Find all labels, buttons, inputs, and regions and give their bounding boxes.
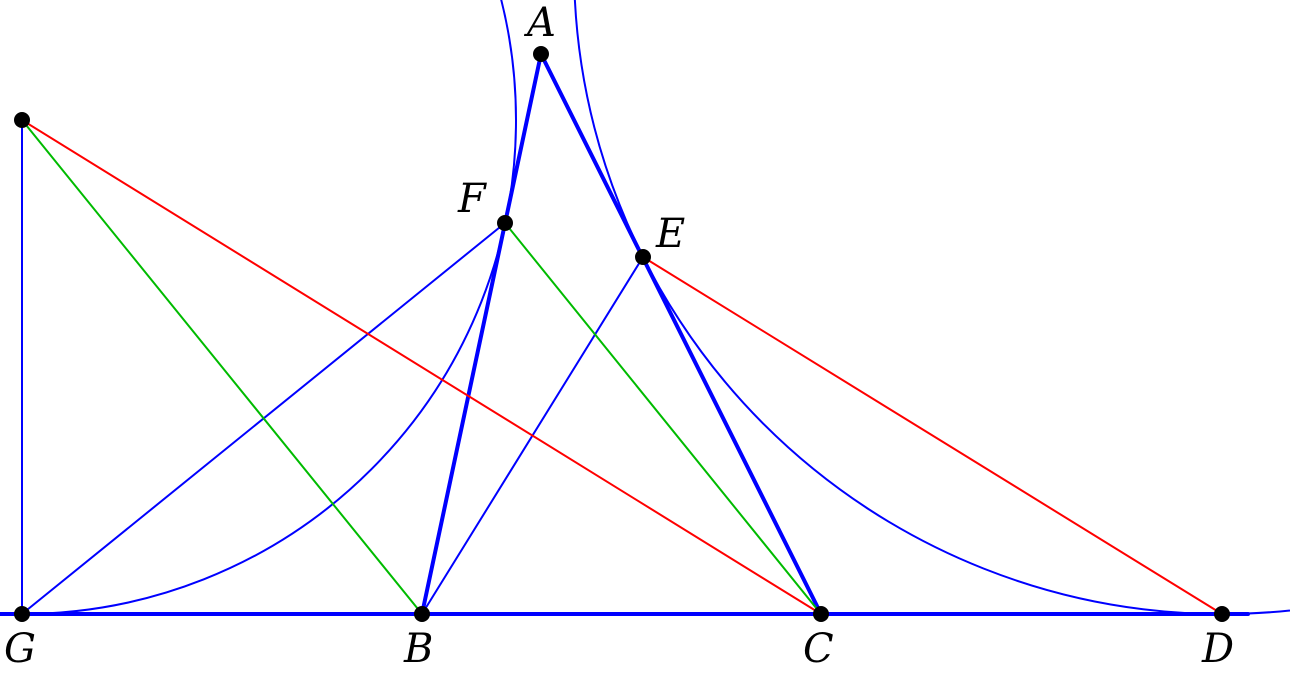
point-f — [497, 215, 513, 231]
segment-FC — [504, 222, 822, 615]
arc-right — [574, 0, 1290, 615]
point-a — [533, 46, 549, 62]
segment-PC — [21, 119, 822, 615]
label-b: B — [403, 626, 433, 672]
labels-layer: A F E G B C D — [4, 0, 1234, 672]
point-b — [414, 606, 430, 622]
label-g: G — [4, 626, 36, 672]
label-a: A — [523, 0, 556, 46]
segment-PB — [21, 119, 423, 615]
point-d — [1214, 606, 1230, 622]
point-p — [14, 112, 30, 128]
points-layer — [14, 46, 1230, 622]
label-d: D — [1201, 626, 1234, 672]
segment-ED — [642, 256, 1223, 615]
label-c: C — [803, 626, 834, 672]
point-e — [635, 249, 651, 265]
side-AB — [420, 52, 543, 616]
label-f: F — [457, 176, 487, 222]
arc-left — [0, 0, 517, 615]
label-e: E — [655, 211, 685, 257]
point-g — [14, 606, 30, 622]
point-c — [813, 606, 829, 622]
arcs-layer — [0, 0, 1290, 615]
segments-layer — [0, 52, 1250, 616]
side-AC — [539, 52, 823, 616]
